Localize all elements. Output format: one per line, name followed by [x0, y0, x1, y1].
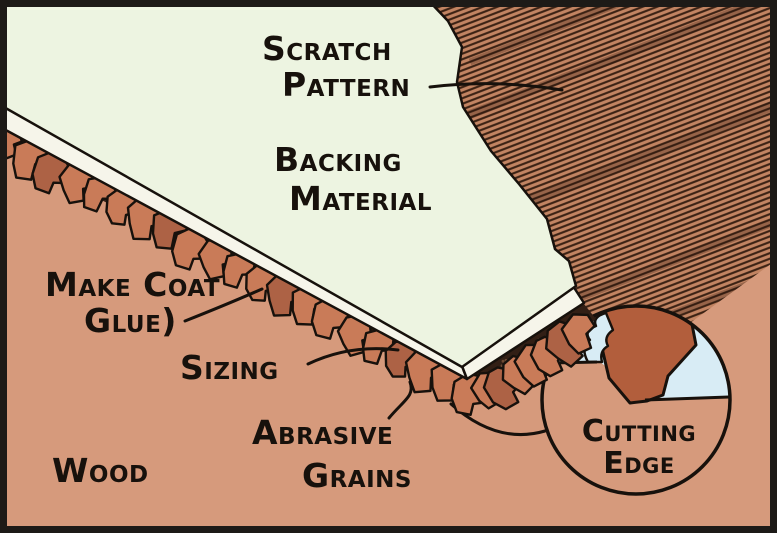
label-cutting-edge-line2: Edge	[603, 446, 675, 481]
scratch-pattern-region	[430, 2, 775, 323]
label-scratch-pattern-line1: Scratch	[262, 29, 392, 68]
label-cutting-edge-line1: Cutting	[582, 414, 696, 449]
backing-material-surface	[0, 0, 578, 369]
scratch-pattern-leader-line	[428, 82, 564, 92]
magnifier-outline	[540, 304, 732, 496]
abrasive-grain-row-right	[469, 313, 596, 411]
label-make-coat-line1: Make Coat	[45, 265, 220, 304]
label-abrasive-grains-line1: Abrasive	[252, 413, 393, 452]
label-backing-material-line1: Backing	[274, 140, 402, 179]
label-sizing: Sizing	[180, 348, 279, 387]
label-make-coat-line2: Glue)	[84, 301, 177, 340]
abrasive-grains-leader-line	[387, 380, 413, 420]
make-coat-leader-line	[183, 287, 264, 323]
label-abrasive-grains-line2: Grains	[302, 456, 412, 495]
glue-speck	[501, 359, 505, 363]
abrasive-grain	[560, 313, 596, 355]
label-scratch-pattern-line2: Pattern	[282, 65, 410, 104]
abrasive-grain	[361, 327, 395, 365]
label-wood: Wood	[52, 451, 149, 490]
sizing-leader-line	[306, 347, 400, 366]
label-backing-material-line2: Material	[289, 179, 432, 218]
cutting-edge-magnifier	[540, 304, 732, 496]
wood-surface-line-right	[644, 395, 730, 402]
magnified-abrasive-grain	[591, 306, 698, 405]
